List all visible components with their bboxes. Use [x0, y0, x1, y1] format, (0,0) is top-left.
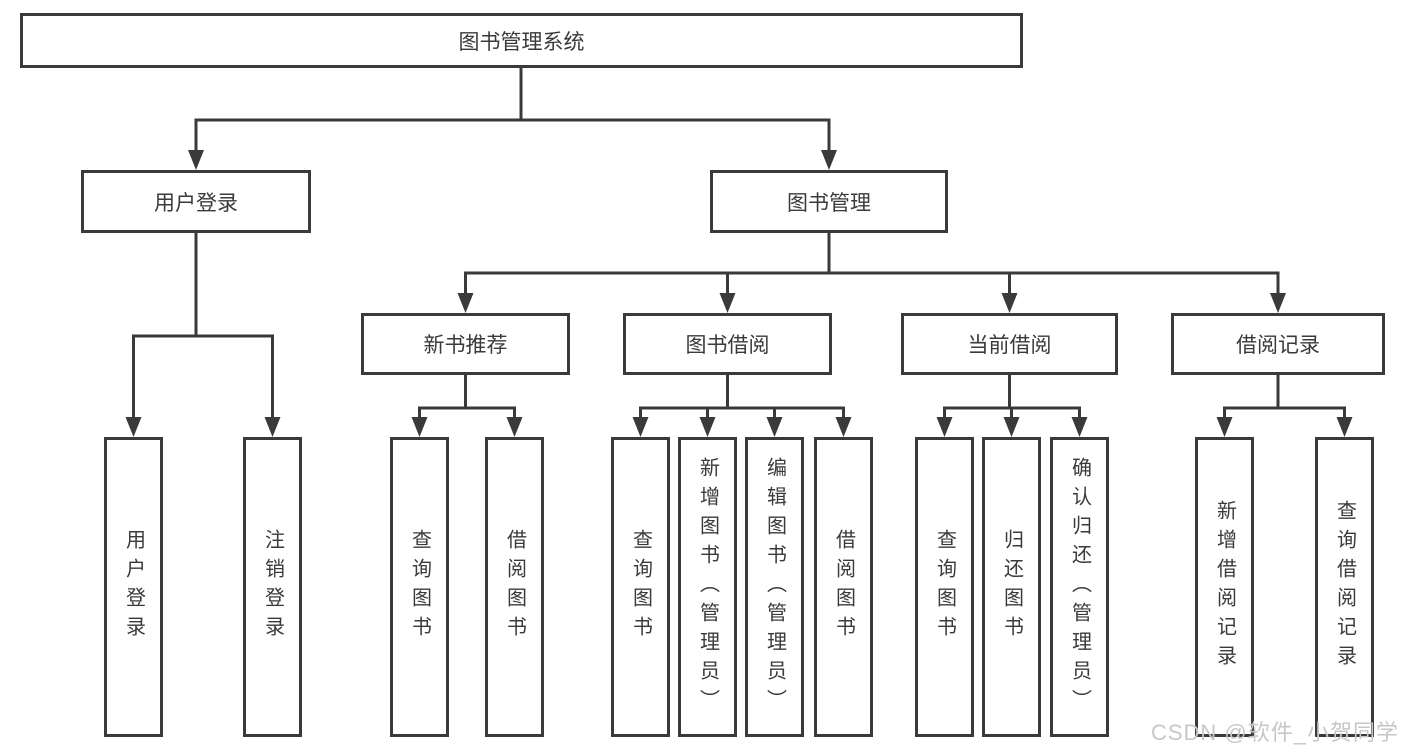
node-user-login: 用户登录 — [81, 170, 311, 233]
node-label: 图书管理系统 — [458, 30, 585, 54]
leaf-label: 注销登录 — [261, 529, 284, 645]
node-label: 当前借阅 — [967, 334, 1052, 357]
node-label: 图书管理 — [787, 191, 871, 215]
leaf-cb-query-books: 查询图书 — [915, 437, 974, 737]
watermark-text: CSDN @软件_小贺同学 — [1150, 720, 1399, 745]
leaf-nbr-query-books: 查询图书 — [390, 437, 449, 737]
node-root: 图书管理系统 — [20, 13, 1023, 68]
node-current-borrow: 当前借阅 — [901, 313, 1118, 375]
leaf-nbr-borrow-books: 借阅图书 — [485, 437, 544, 737]
leaf-label: 归还图书 — [1000, 529, 1023, 645]
node-label: 用户登录 — [154, 191, 238, 215]
node-label: 图书借阅 — [685, 334, 770, 357]
leaf-label: 借阅图书 — [832, 529, 855, 645]
leaf-label: 新增借阅记录 — [1213, 500, 1236, 674]
node-label: 借阅记录 — [1236, 334, 1320, 357]
leaf-logout: 注销登录 — [243, 437, 302, 737]
leaf-bb-borrow-books: 借阅图书 — [814, 437, 873, 737]
leaf-label: 用户登录 — [122, 529, 145, 645]
leaf-label: 查询图书 — [629, 529, 652, 645]
leaf-user-login: 用户登录 — [104, 437, 163, 737]
leaf-label: 查询图书 — [408, 529, 431, 645]
node-borrow-records: 借阅记录 — [1171, 313, 1385, 375]
leaf-bb-edit-books-admin: 编辑图书（管理员） — [745, 437, 804, 737]
leaf-label: 借阅图书 — [503, 529, 526, 645]
leaf-br-add-record: 新增借阅记录 — [1195, 437, 1254, 737]
leaf-cb-return-books: 归还图书 — [982, 437, 1041, 737]
leaf-label: 新增图书（管理员） — [696, 456, 719, 718]
node-book-mgmt: 图书管理 — [710, 170, 948, 233]
leaf-bb-add-books-admin: 新增图书（管理员） — [678, 437, 737, 737]
leaf-bb-query-books: 查询图书 — [611, 437, 670, 737]
leaf-cb-confirm-return-admin: 确认归还（管理员） — [1050, 437, 1109, 737]
leaf-label: 查询图书 — [933, 529, 956, 645]
node-new-book-rec: 新书推荐 — [361, 313, 570, 375]
node-label: 新书推荐 — [423, 334, 508, 357]
leaf-label: 确认归还（管理员） — [1068, 456, 1091, 718]
leaf-br-query-record: 查询借阅记录 — [1315, 437, 1374, 737]
leaf-label: 编辑图书（管理员） — [763, 456, 786, 718]
node-book-borrow: 图书借阅 — [623, 313, 832, 375]
leaf-label: 查询借阅记录 — [1333, 500, 1356, 674]
